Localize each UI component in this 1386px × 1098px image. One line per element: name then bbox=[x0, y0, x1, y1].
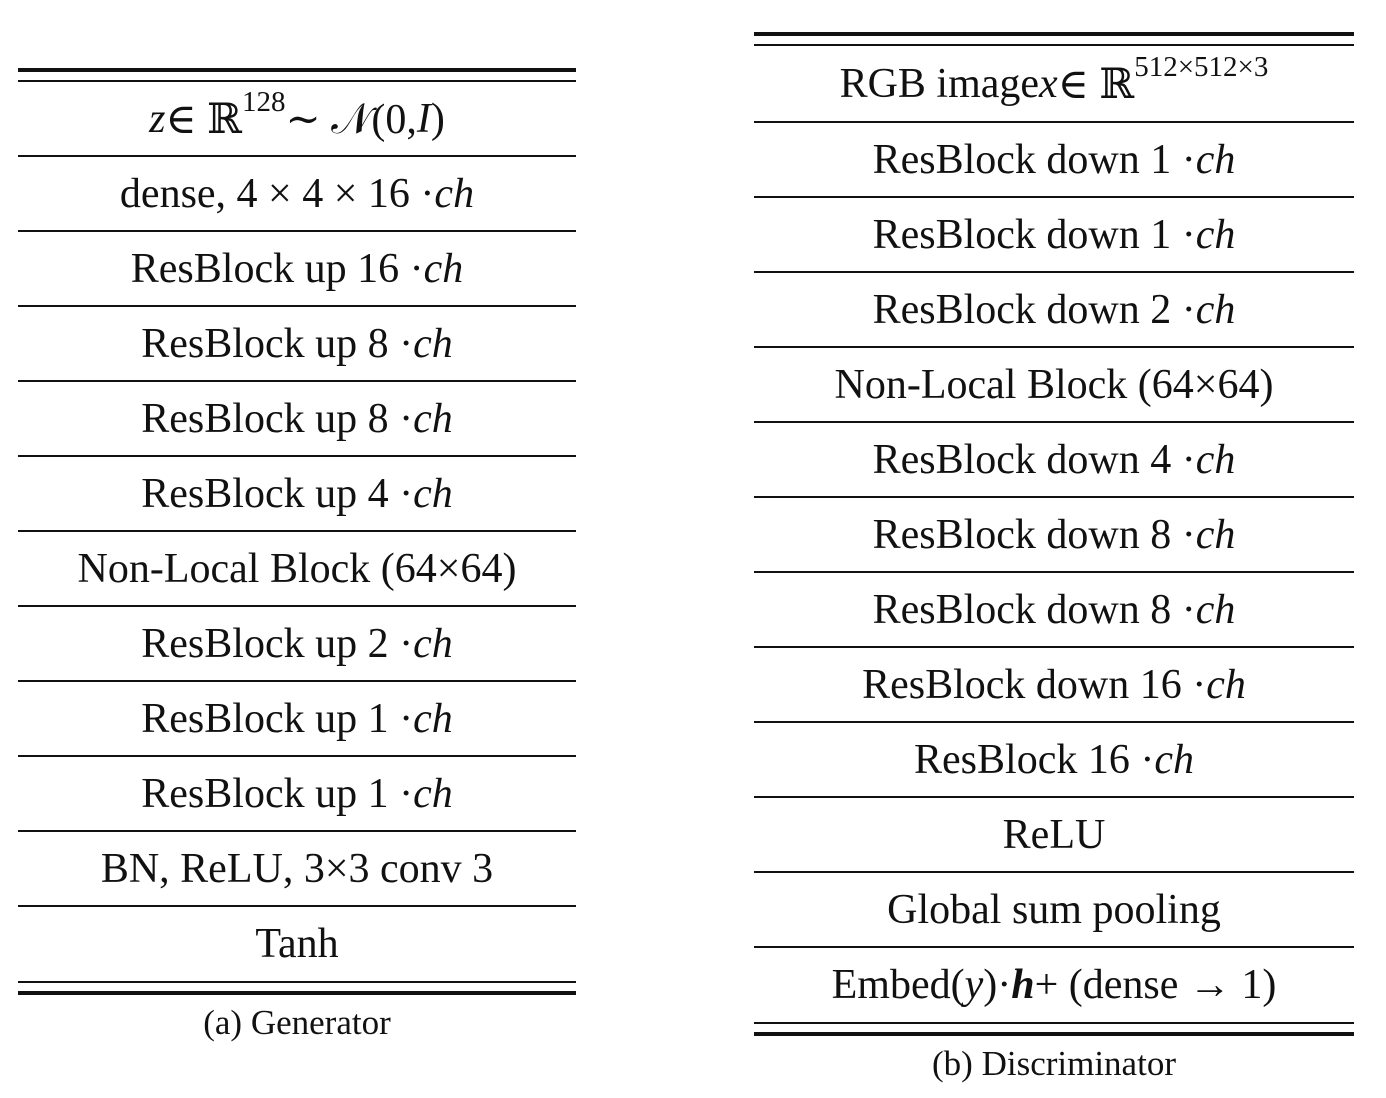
layer-text: ∼ 𝒩(0, bbox=[285, 96, 417, 143]
top-rule bbox=[754, 32, 1354, 36]
layer-text: ch bbox=[1195, 586, 1236, 633]
layer-row: ResBlock up 1 · ch bbox=[18, 682, 576, 757]
layer-text: 512×512×3 bbox=[1134, 51, 1269, 83]
layer-text: ch bbox=[413, 395, 453, 442]
layer-text: ) bbox=[430, 95, 445, 142]
bottom-rule bbox=[18, 991, 576, 995]
layer-text: ResBlock 16 · bbox=[914, 736, 1155, 783]
layer-text: ResBlock down 8 · bbox=[872, 511, 1196, 558]
layer-text: ch bbox=[1195, 511, 1236, 558]
top-rule-thin bbox=[754, 44, 1354, 46]
discriminator-caption: (b) Discriminator bbox=[932, 1044, 1176, 1083]
layer-row: Non-Local Block (64×64) bbox=[18, 532, 576, 607]
layer-row: ResBlock down 4 · ch bbox=[754, 423, 1354, 498]
layer-text: Embed( bbox=[831, 962, 965, 1008]
layer-text: ch bbox=[1195, 211, 1236, 258]
layer-text: ResBlock down 4 · bbox=[872, 436, 1196, 483]
layer-text: ch bbox=[413, 770, 453, 817]
layer-text: h bbox=[1011, 962, 1035, 1008]
layer-text: ResBlock up 8 · bbox=[141, 320, 414, 367]
layer-text: ch bbox=[1206, 661, 1246, 708]
layer-row: dense, 4 × 4 × 16 · ch bbox=[18, 157, 576, 232]
layer-text: ch bbox=[1154, 736, 1194, 783]
layer-text: ResBlock down 1 · bbox=[872, 136, 1196, 183]
layer-text: RGB image bbox=[839, 60, 1040, 107]
layer-text: ResBlock up 4 · bbox=[141, 470, 414, 517]
layer-text: ResBlock down 2 · bbox=[872, 286, 1196, 333]
layer-row: ResBlock down 8 · ch bbox=[754, 498, 1354, 573]
layer-text: )· bbox=[983, 962, 1012, 1008]
bottom-rule bbox=[754, 1032, 1354, 1036]
layer-row: Tanh bbox=[18, 907, 576, 981]
layer-text: ResBlock up 1 · bbox=[141, 695, 414, 742]
layer-text: ch bbox=[413, 620, 453, 667]
layer-text: ResBlock up 8 · bbox=[141, 395, 414, 442]
layer-text: z bbox=[149, 95, 166, 142]
layer-text: ∈ ℝ bbox=[1057, 61, 1135, 108]
layer-row: ResBlock down 2 · ch bbox=[754, 273, 1354, 348]
layer-row: ResBlock up 16 · ch bbox=[18, 232, 576, 307]
layer-text: ResBlock up 1 · bbox=[141, 770, 414, 817]
layer-row: ResBlock down 1 · ch bbox=[754, 123, 1354, 198]
layer-row: ResBlock 16 · ch bbox=[754, 723, 1354, 798]
layer-text: Non-Local Block (64×64) bbox=[77, 545, 517, 592]
layer-text: ch bbox=[423, 245, 464, 292]
generator-caption: (a) Generator bbox=[203, 1003, 391, 1042]
layer-row: ResBlock down 8 · ch bbox=[754, 573, 1354, 648]
top-rule-thin bbox=[18, 80, 576, 82]
layer-text: x bbox=[1039, 60, 1058, 107]
layer-row: ResBlock up 1 · ch bbox=[18, 757, 576, 832]
layer-text: Non-Local Block (64×64) bbox=[834, 361, 1274, 408]
layer-row: ReLU bbox=[754, 798, 1354, 873]
layer-text: ResBlock down 16 · bbox=[862, 661, 1207, 708]
layer-text: ResBlock up 16 · bbox=[130, 245, 424, 292]
layer-text: ch bbox=[434, 170, 475, 217]
top-rule bbox=[18, 68, 576, 72]
layer-row: BN, ReLU, 3×3 conv 3 bbox=[18, 832, 576, 907]
layer-text: ResBlock down 1 · bbox=[872, 211, 1196, 258]
layer-text: ch bbox=[1195, 286, 1236, 333]
layer-row: ResBlock up 8 · ch bbox=[18, 307, 576, 382]
layer-text: ch bbox=[413, 320, 453, 367]
layer-row: Embed(y)·h + (dense → 1) bbox=[754, 948, 1354, 1022]
layer-row: ResBlock down 1 · ch bbox=[754, 198, 1354, 273]
layer-text: 128 bbox=[241, 86, 286, 118]
layer-text: ∈ ℝ bbox=[165, 96, 242, 143]
bottom-rule-thin bbox=[18, 981, 576, 983]
layer-text: + (dense → 1) bbox=[1034, 962, 1277, 1008]
layer-text: BN, ReLU, 3×3 conv 3 bbox=[100, 845, 494, 892]
bottom-rule-thin bbox=[754, 1022, 1354, 1024]
layer-text: ch bbox=[413, 470, 453, 517]
layer-text: ch bbox=[413, 695, 453, 742]
layer-text: ResBlock down 8 · bbox=[872, 586, 1196, 633]
layer-text: ResBlock up 2 · bbox=[141, 620, 414, 667]
layer-text: Global sum pooling bbox=[887, 886, 1221, 933]
layer-row: Non-Local Block (64×64) bbox=[754, 348, 1354, 423]
layer-text: Tanh bbox=[255, 921, 339, 967]
layer-row: ResBlock up 8 · ch bbox=[18, 382, 576, 457]
layer-row: ResBlock down 16 · ch bbox=[754, 648, 1354, 723]
layer-row: Global sum pooling bbox=[754, 873, 1354, 948]
layer-row: ResBlock up 2 · ch bbox=[18, 607, 576, 682]
layer-text: I bbox=[416, 95, 431, 142]
layer-text: y bbox=[964, 962, 984, 1008]
layer-text: ReLU bbox=[1002, 811, 1106, 858]
layer-text: ch bbox=[1195, 136, 1236, 183]
layer-text: dense, 4 × 4 × 16 · bbox=[119, 170, 435, 217]
layer-text: ch bbox=[1195, 436, 1236, 483]
layer-row: ResBlock up 4 · ch bbox=[18, 457, 576, 532]
